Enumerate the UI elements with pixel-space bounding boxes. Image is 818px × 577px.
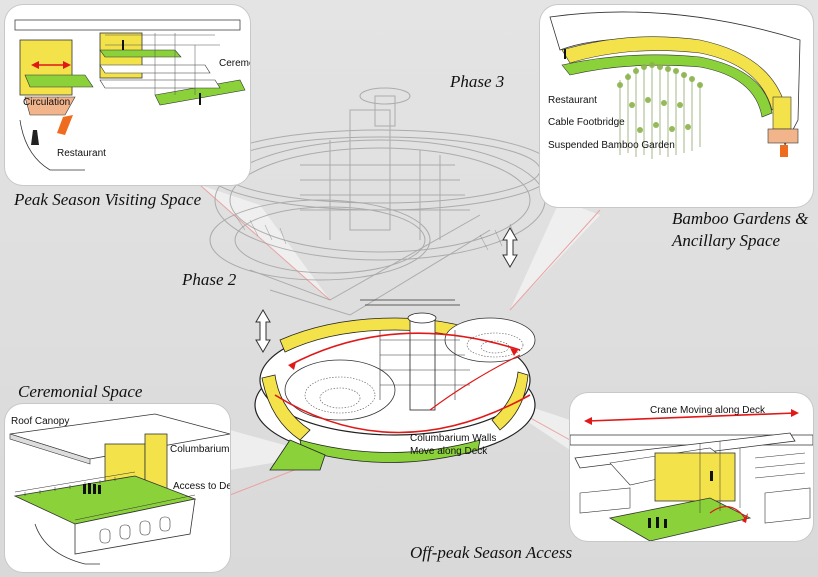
phase-arrow-up-down-icon [255, 309, 271, 353]
phase-arrow-up-down-icon [502, 227, 518, 268]
bamboo-gardens-panel: Restaurant Cable Footbridge Suspended Ba… [540, 5, 813, 207]
label-crane-moving-along-deck: Crane Moving along Deck [650, 405, 766, 416]
caption-phase-3: Phase 3 [450, 72, 505, 91]
label-columbarium-wall: Columbarium Wall [170, 444, 230, 455]
label-columbarium-walls-move: Columbarium Walls Move along Deck [410, 432, 496, 458]
label-roof-canopy: Roof Canopy [11, 416, 70, 427]
label-circulation: Circulation [23, 97, 71, 108]
label-restaurant: Restaurant [548, 95, 597, 106]
peak-season-drawing [14, 19, 246, 171]
peak-season-panel: Ceremony Platform Circulation Restaurant [5, 5, 250, 185]
caption-peak-season-visiting-space: Peak Season Visiting Space [14, 190, 202, 209]
label-cable-footbridge: Cable Footbridge [548, 117, 625, 128]
off-peak-season-panel: Crane Moving along Deck [570, 393, 813, 541]
caption-bamboo-line-2: Ancillary Space [672, 231, 781, 250]
caption-phase-2: Phase 2 [182, 270, 237, 289]
label-ceremony-platform: Ceremony Platform [219, 58, 250, 69]
label-access-to-deck: Access to Deck [173, 481, 230, 492]
off-peak-season-drawing [570, 409, 813, 541]
label-columbarium-walls-line-2: Move along Deck [410, 446, 488, 457]
ceremonial-space-panel: Roof Canopy Columbarium Wall Access to D… [5, 404, 230, 572]
bamboo-gardens-drawing [549, 11, 801, 159]
ceremonial-space-drawing [9, 413, 230, 565]
caption-bamboo-gardens-ancillary-space: Bamboo Gardens & Ancillary Space [672, 208, 812, 252]
caption-ceremonial-space: Ceremonial Space [18, 382, 143, 401]
label-suspended-bamboo-garden: Suspended Bamboo Garden [548, 140, 675, 151]
caption-bamboo-line-1: Bamboo Gardens & [672, 209, 809, 228]
caption-off-peak-season-access: Off-peak Season Access [410, 543, 573, 562]
label-restaurant: Restaurant [57, 148, 106, 159]
label-columbarium-walls-line-1: Columbarium Walls [410, 433, 497, 444]
